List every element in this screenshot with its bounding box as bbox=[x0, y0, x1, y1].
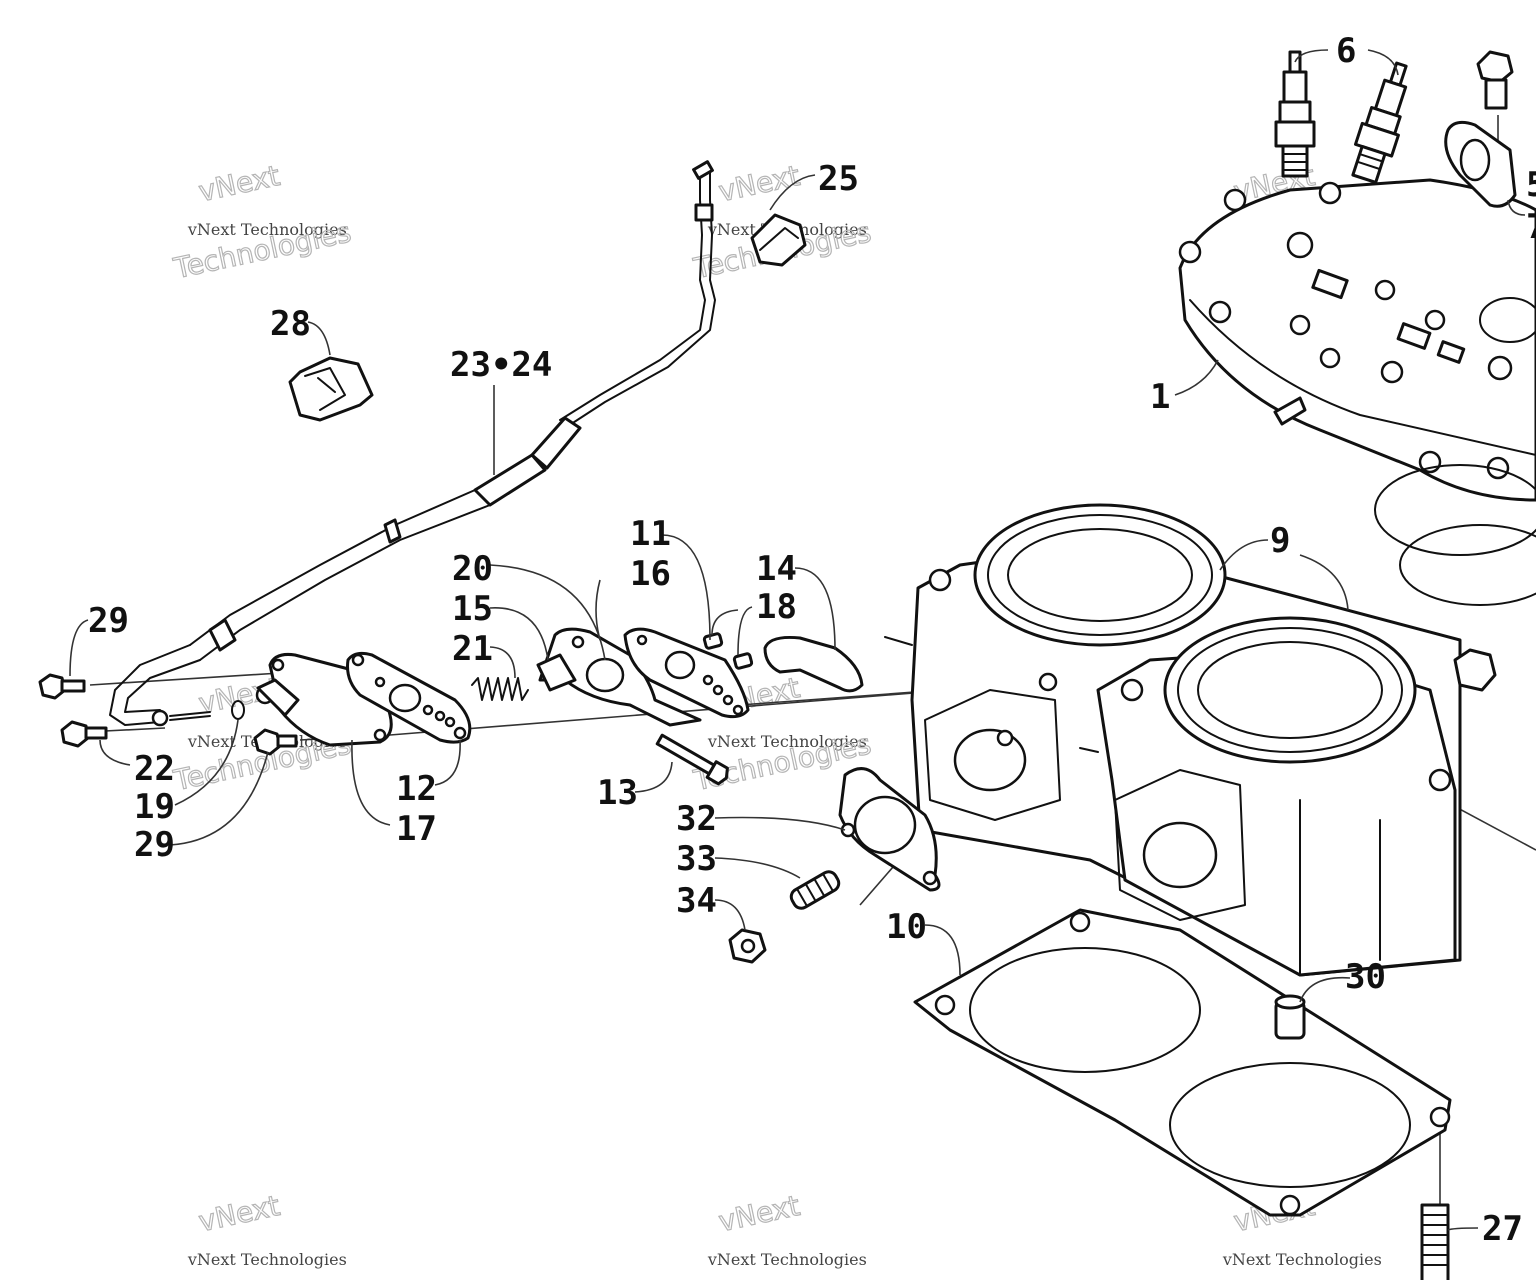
spark-plug-right bbox=[1351, 61, 1408, 184]
watermark-small-8: vNext Technologies bbox=[707, 1250, 867, 1269]
callout-25: 25 bbox=[818, 159, 859, 199]
watermark-big-8a: vNext bbox=[716, 1189, 803, 1238]
callout-29-lower: 29 bbox=[134, 825, 175, 865]
callout-21: 21 bbox=[452, 629, 493, 669]
callout-11: 11 bbox=[630, 514, 671, 554]
base-gasket bbox=[913, 908, 1452, 1217]
cotter-pin bbox=[169, 711, 211, 721]
cylinder-block bbox=[884, 503, 1462, 977]
callout-29-upper: 29 bbox=[88, 601, 129, 641]
callout-27: 27 bbox=[1482, 1209, 1523, 1249]
watermark-8: vNext vNext Technologies bbox=[707, 1188, 867, 1269]
valve-gasket bbox=[346, 651, 472, 744]
bolt-mid bbox=[253, 728, 298, 756]
callout-14: 14 bbox=[756, 549, 797, 589]
head-bolt bbox=[1476, 50, 1514, 110]
watermark-1: vNext vNext Technologies Technologies bbox=[170, 158, 355, 285]
valve-bolt bbox=[655, 733, 729, 786]
exhaust-nut bbox=[728, 928, 767, 964]
callout-5: 5 bbox=[1526, 165, 1536, 205]
callout-18: 18 bbox=[756, 587, 797, 627]
cable-clip bbox=[288, 356, 374, 422]
bolt-lower bbox=[60, 720, 108, 748]
watermark-small-9: vNext Technologies bbox=[1222, 1250, 1382, 1269]
callout-7: 7 bbox=[1526, 207, 1536, 247]
valve-pins bbox=[702, 632, 754, 670]
watermark-small-7: vNext Technologies bbox=[187, 1250, 347, 1269]
watermark-big-2a: vNext bbox=[716, 159, 803, 208]
dowel-pin bbox=[1274, 994, 1306, 1040]
watermark-big-1a: vNext bbox=[196, 159, 283, 208]
callout-labels: 1 6 5 7 25 28 23•24 29 22 19 29 12 17 20… bbox=[88, 31, 1536, 1249]
callout-6: 6 bbox=[1336, 31, 1356, 71]
valve-blade bbox=[763, 636, 864, 693]
callout-28: 28 bbox=[270, 304, 311, 344]
leaders bbox=[69, 49, 1526, 1231]
cylinder-nut bbox=[1453, 648, 1497, 692]
callout-12: 12 bbox=[396, 769, 437, 809]
exhaust-stud bbox=[789, 870, 841, 910]
watermark-7: vNext vNext Technologies bbox=[187, 1188, 347, 1269]
lifting-bracket bbox=[1444, 120, 1517, 208]
callout-33: 33 bbox=[676, 839, 717, 879]
cylinder-head bbox=[1178, 178, 1536, 606]
cable-clip-upper bbox=[750, 213, 807, 267]
callout-1: 1 bbox=[1150, 377, 1170, 417]
exhaust-gasket bbox=[838, 767, 941, 892]
watermark-small-5: vNext Technologies bbox=[707, 732, 867, 751]
spark-plug-left bbox=[1274, 50, 1316, 178]
valve-spring bbox=[471, 677, 529, 701]
bolt-upper bbox=[38, 673, 86, 700]
callout-15: 15 bbox=[452, 589, 493, 629]
callout-19: 19 bbox=[134, 787, 175, 827]
callout-16: 16 bbox=[630, 554, 671, 594]
callout-13: 13 bbox=[597, 773, 638, 813]
callout-9: 9 bbox=[1270, 521, 1290, 561]
callout-17: 17 bbox=[396, 809, 437, 849]
callout-10: 10 bbox=[886, 907, 927, 947]
callout-22: 22 bbox=[134, 749, 175, 789]
callout-32: 32 bbox=[676, 799, 717, 839]
callout-30: 30 bbox=[1345, 957, 1386, 997]
valve-plate bbox=[623, 627, 750, 719]
callout-23-24: 23•24 bbox=[450, 345, 552, 385]
cylinder-stud bbox=[1420, 1203, 1450, 1280]
valve-cable bbox=[109, 160, 716, 727]
callout-20: 20 bbox=[452, 549, 493, 589]
watermark-big-7a: vNext bbox=[196, 1189, 283, 1238]
callout-34: 34 bbox=[676, 881, 717, 921]
valve-housing bbox=[536, 627, 702, 727]
watermark-small-1: vNext Technologies bbox=[187, 220, 347, 239]
washer bbox=[231, 700, 245, 720]
